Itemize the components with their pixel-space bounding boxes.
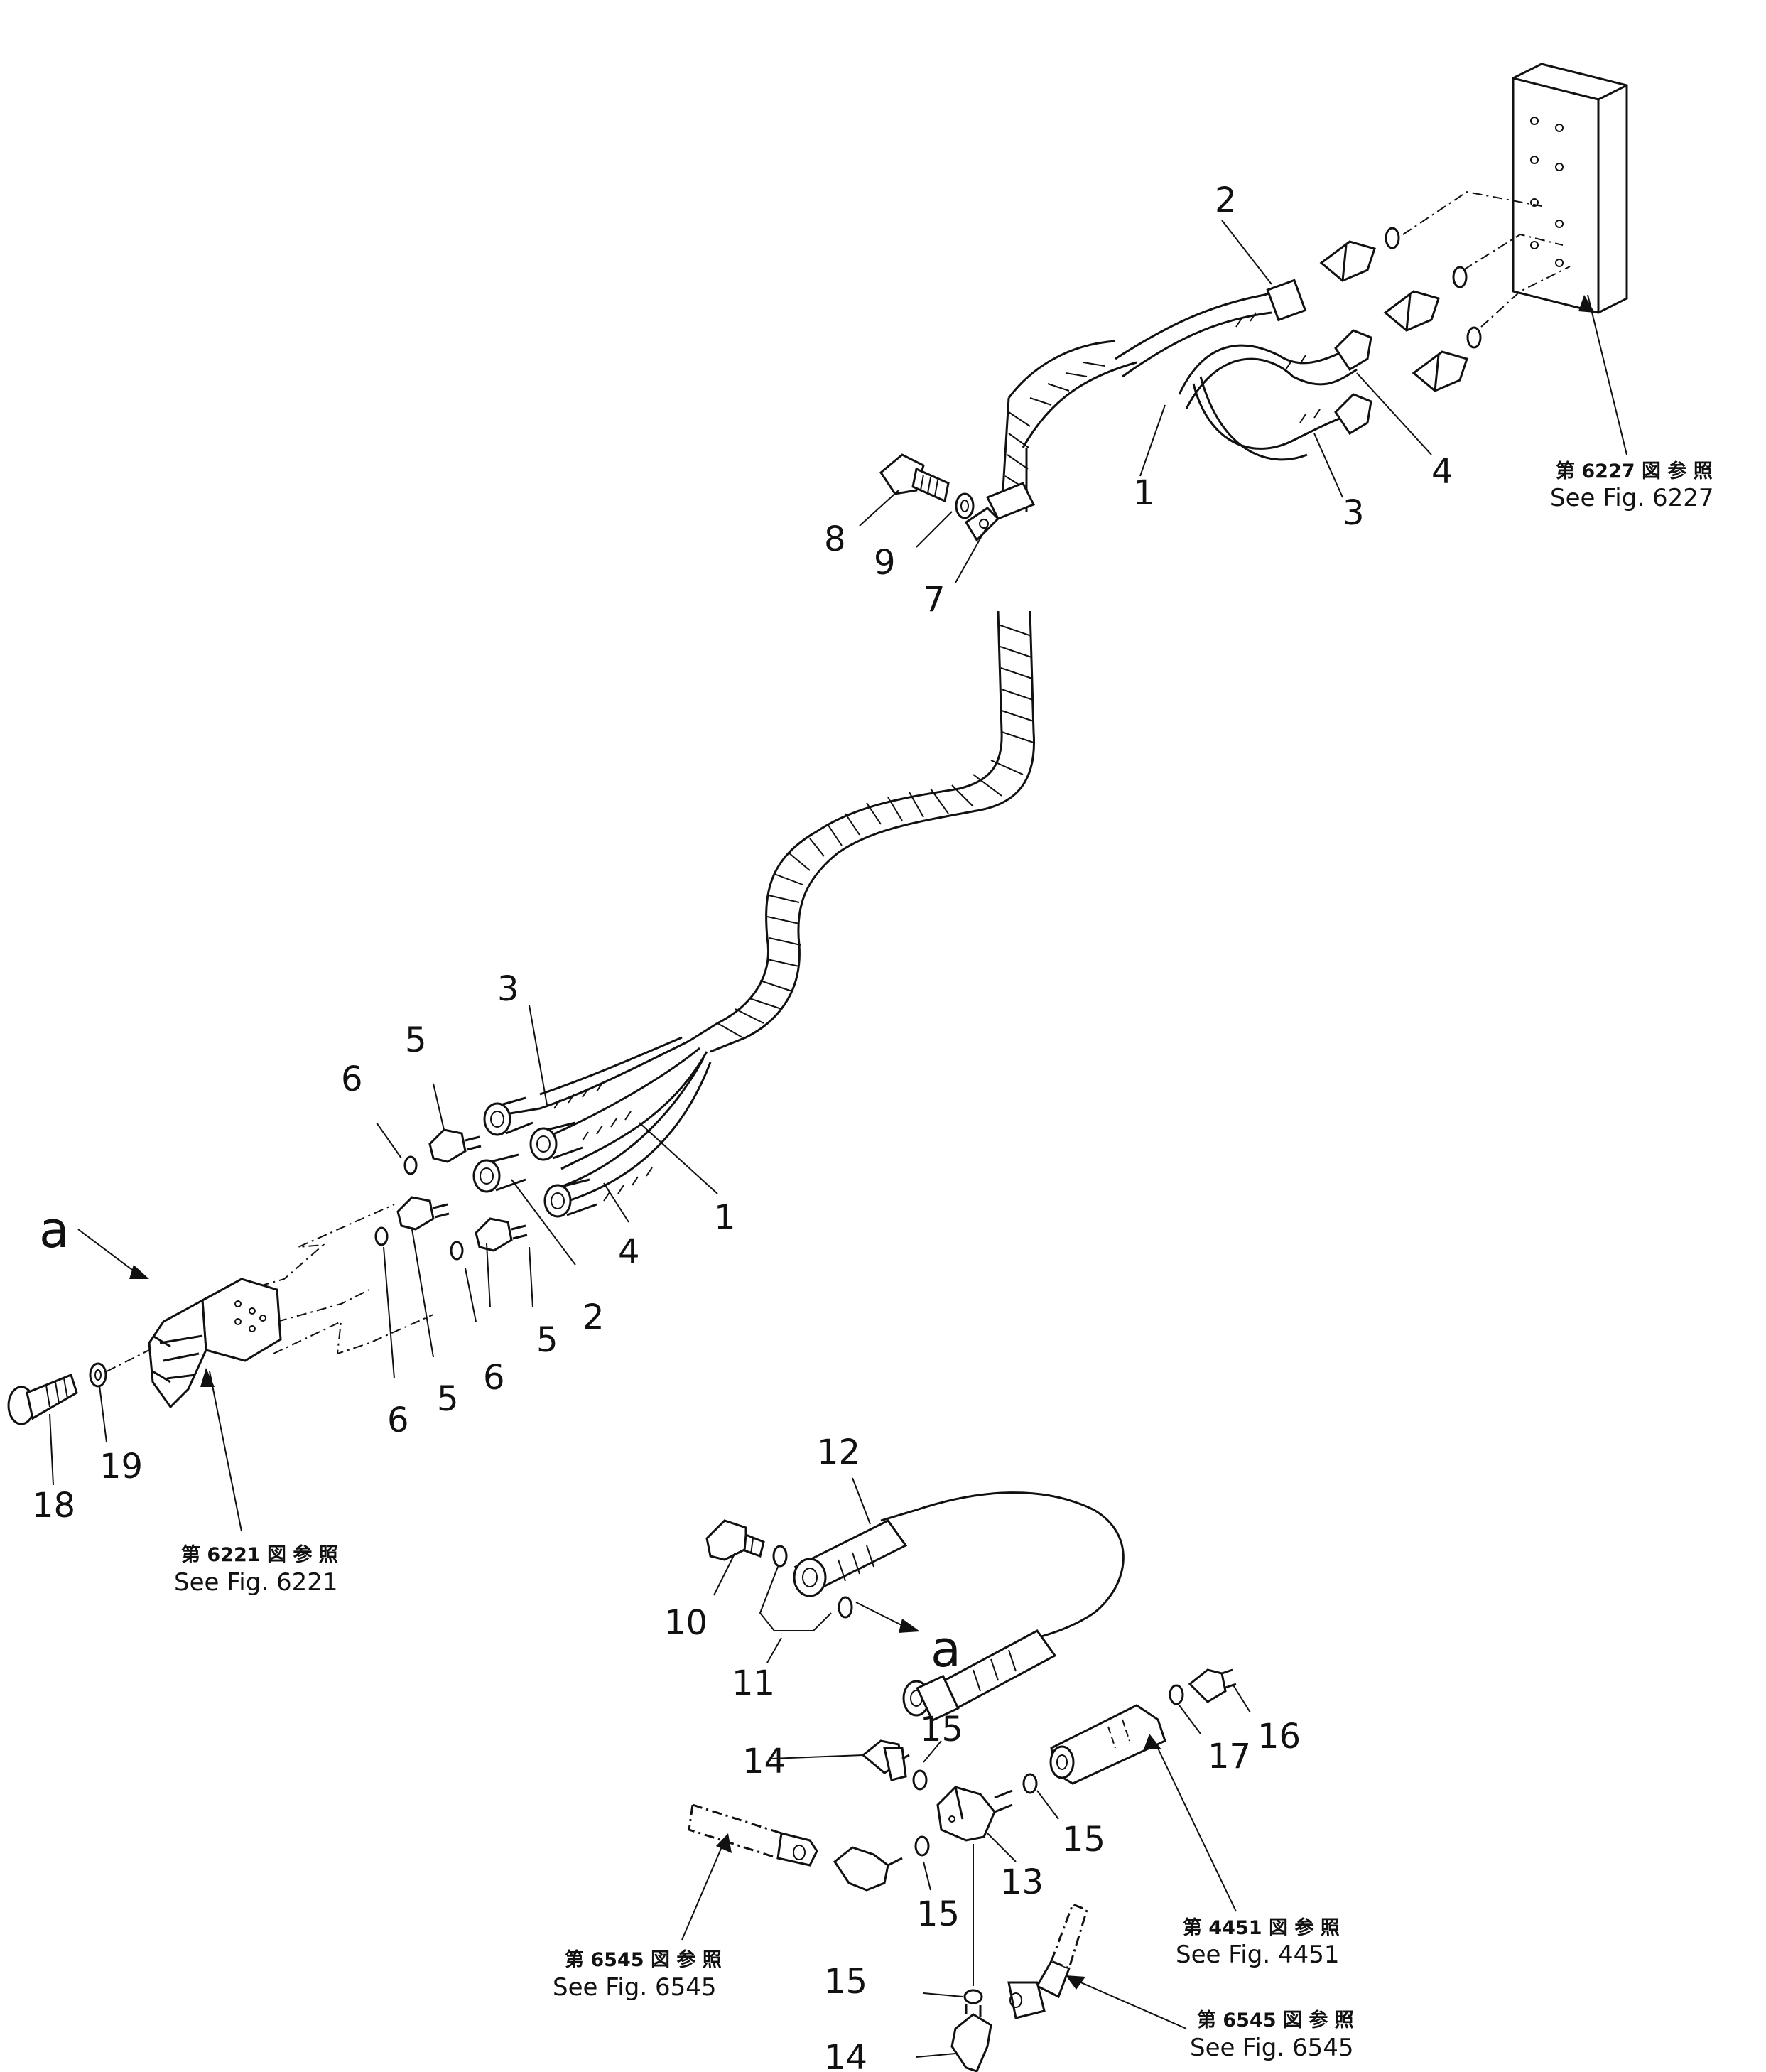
svg-text:See Fig. 6221: See Fig. 6221 xyxy=(174,1568,337,1597)
callout-7: 7 xyxy=(923,580,946,620)
callout-3-upper: 3 xyxy=(1343,493,1365,533)
bolt-10 xyxy=(705,1519,765,1561)
washer-9 xyxy=(955,492,975,519)
callout-15-c: 15 xyxy=(916,1894,960,1934)
callout-18: 18 xyxy=(32,1486,75,1526)
callout-13: 13 xyxy=(1000,1862,1044,1902)
o-ring-11-a xyxy=(772,1545,788,1568)
hose-fitting-3-lower xyxy=(483,1096,533,1136)
hose-fig-6545-right xyxy=(1007,1903,1088,2019)
svg-text:第 6227 図 参 照: 第 6227 図 参 照 xyxy=(1556,460,1713,482)
callout-16: 16 xyxy=(1257,1717,1301,1757)
callout-2-lower: 2 xyxy=(583,1297,605,1337)
hose-fitting-4-upper xyxy=(1334,329,1372,372)
callout-5-b: 5 xyxy=(536,1320,558,1360)
clamp-7 xyxy=(964,482,1036,542)
leader-lines xyxy=(49,220,1627,2058)
hose-fitting-2-upper xyxy=(1266,279,1307,322)
o-ring-upper-1 xyxy=(1385,227,1400,249)
adapter-16 xyxy=(1188,1668,1237,1703)
callout-3-lower: 3 xyxy=(497,969,519,1009)
callout-14-lower: 14 xyxy=(824,2038,867,2072)
svg-text:See Fig. 6545: See Fig. 6545 xyxy=(553,1973,716,2002)
hose-fitting-4-lower xyxy=(543,1178,597,1218)
ref-fig-6545-right: 第 6545 図 参 照 See Fig. 6545 xyxy=(1190,2009,1354,2062)
callout-6-a: 6 xyxy=(341,1059,363,1099)
pipe-fig-6545-left xyxy=(688,1803,818,1867)
o-ring-upper-3 xyxy=(1466,326,1482,349)
callout-4-upper: 4 xyxy=(1431,452,1453,492)
bolt-8 xyxy=(879,453,950,503)
callout-8: 8 xyxy=(824,519,846,559)
valve-block-fig-6227 xyxy=(1512,63,1628,314)
hose-12-end xyxy=(902,1629,1057,1722)
hose-fitting-1-lower xyxy=(529,1121,583,1161)
elbow-14-lower xyxy=(950,2004,992,2072)
o-ring-11-b xyxy=(838,1596,853,1619)
callout-19: 19 xyxy=(99,1447,143,1486)
callout-9: 9 xyxy=(874,543,896,583)
ref-fig-4451: 第 4451 図 参 照 See Fig. 4451 xyxy=(1176,1916,1340,1969)
o-ring-17 xyxy=(1169,1684,1184,1705)
callout-14-upper: 14 xyxy=(742,1742,786,1781)
callout-1-lower: 1 xyxy=(714,1198,736,1238)
adapter-upper-1 xyxy=(1319,240,1376,282)
hose-bundle xyxy=(472,279,1372,1218)
o-ring-15-c xyxy=(914,1835,930,1857)
washer-19 xyxy=(89,1362,107,1388)
elbow-14-upper xyxy=(861,1739,910,1781)
adapter-5-c xyxy=(475,1217,528,1252)
letter-a-left: a xyxy=(39,1201,70,1259)
callout-6-c: 6 xyxy=(387,1401,409,1440)
adapter-upper-3 xyxy=(1412,350,1468,392)
adapter-upper-2 xyxy=(1383,290,1440,332)
o-ring-15-d xyxy=(963,1989,983,2004)
callout-11: 11 xyxy=(732,1663,775,1703)
ref-fig-6227: 第 6227 図 参 照 See Fig. 6227 xyxy=(1550,460,1713,512)
callout-5-c: 5 xyxy=(437,1379,459,1419)
callout-1-upper: 1 xyxy=(1133,473,1155,513)
hose-fitting-3-upper xyxy=(1334,393,1372,436)
callout-15-a: 15 xyxy=(920,1710,963,1749)
callout-labels: 2 4 3 1 8 9 7 3 5 6 1 4 2 5 6 5 6 18 19 … xyxy=(32,180,1453,2072)
elbow-fitting-lower-left xyxy=(833,1846,903,1892)
coupling-fig-4451 xyxy=(1049,1704,1166,1785)
callout-6-b: 6 xyxy=(483,1358,505,1398)
tee-13 xyxy=(936,1786,1013,1842)
callout-5-a: 5 xyxy=(405,1020,427,1060)
svg-text:第 6221 図 参 照: 第 6221 図 参 照 xyxy=(181,1543,338,1566)
bolt-18 xyxy=(7,1374,78,1425)
hose-12 xyxy=(793,1519,908,1597)
o-ring-6-a xyxy=(403,1155,418,1175)
svg-text:第 6545 図 参 照: 第 6545 図 参 照 xyxy=(565,1948,722,1971)
svg-text:第 4451 図 参 照: 第 4451 図 参 照 xyxy=(1183,1916,1340,1939)
o-ring-6-c xyxy=(450,1241,464,1261)
o-ring-6-b xyxy=(374,1226,389,1246)
o-ring-upper-2 xyxy=(1452,266,1468,288)
svg-text:See Fig. 6545: See Fig. 6545 xyxy=(1190,2034,1353,2062)
adapter-5-b xyxy=(396,1196,450,1231)
valve-block-fig-6221 xyxy=(148,1278,282,1409)
ref-fig-6221: 第 6221 図 参 照 See Fig. 6221 xyxy=(174,1543,338,1597)
callout-2-upper: 2 xyxy=(1215,180,1237,220)
adapter-5-a xyxy=(428,1128,482,1163)
o-ring-15-a xyxy=(912,1769,928,1791)
o-ring-15-b xyxy=(1022,1773,1038,1794)
callout-12: 12 xyxy=(817,1432,860,1472)
hose-fitting-2-lower xyxy=(472,1153,526,1193)
svg-text:See Fig. 6227: See Fig. 6227 xyxy=(1550,484,1713,512)
callout-15-b: 15 xyxy=(1062,1820,1105,1860)
callout-17: 17 xyxy=(1208,1737,1251,1776)
callout-10: 10 xyxy=(664,1603,708,1643)
callout-4-lower: 4 xyxy=(618,1232,640,1272)
svg-text:第 6545 図 参 照: 第 6545 図 参 照 xyxy=(1197,2009,1354,2031)
svg-text:See Fig. 4451: See Fig. 4451 xyxy=(1176,1941,1339,1969)
ref-fig-6545-left: 第 6545 図 参 照 See Fig. 6545 xyxy=(553,1948,722,2002)
letter-a-lower: a xyxy=(931,1620,961,1678)
callout-15-d: 15 xyxy=(824,1962,867,2002)
